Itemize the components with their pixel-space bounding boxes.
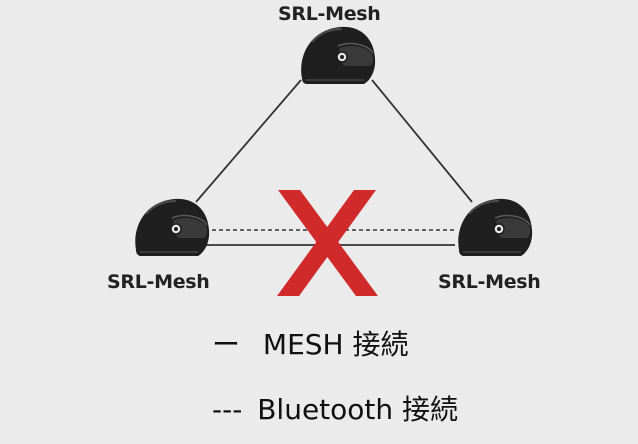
helmet-icon <box>457 197 534 258</box>
cross-mark-icon <box>277 190 378 296</box>
node-label-left: SRL-Mesh <box>107 271 210 293</box>
mesh-line-top-right <box>371 79 473 203</box>
node-label-right: SRL-Mesh <box>438 271 541 293</box>
helmet-icon <box>134 197 211 258</box>
helmet-icon <box>300 25 377 86</box>
legend-mesh-label: MESH 接続 <box>262 328 409 361</box>
node-label-top: SRL-Mesh <box>278 3 381 25</box>
legend-mesh-symbol: ー <box>212 328 241 361</box>
legend-bluetooth-label: Bluetooth 接続 <box>257 393 459 426</box>
legend-bluetooth: --- Bluetooth 接続 <box>212 388 458 428</box>
legend-mesh: ー MESH 接続 <box>212 323 409 363</box>
legend-bluetooth-symbol: --- <box>212 393 243 426</box>
mesh-line-top-left <box>195 79 302 203</box>
